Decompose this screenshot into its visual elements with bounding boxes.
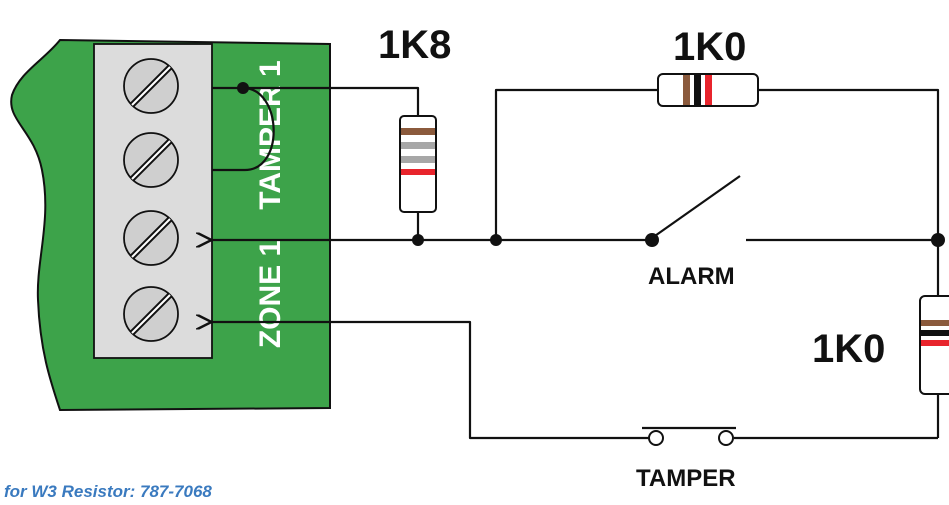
- terminal-screw-3[interactable]: [123, 210, 179, 266]
- terminal-screw-2[interactable]: [123, 132, 179, 188]
- board-label-tamper: TAMPER 1: [254, 60, 287, 209]
- resistor-1k0-right: [919, 295, 949, 395]
- resistor-1k0-top-label: 1K0: [673, 25, 746, 69]
- tamper-junction: [237, 82, 249, 94]
- alarm-label: ALARM: [648, 263, 735, 290]
- tamper-switch-label: TAMPER: [636, 465, 736, 492]
- alarm-switch-blade[interactable]: [651, 175, 741, 239]
- alarm-switch-pivot: [645, 233, 659, 247]
- top-parallel-wire: [494, 88, 940, 240]
- tamper-loop-link: [212, 86, 420, 116]
- resistor-1k8: [399, 115, 437, 213]
- terminal-screw-1[interactable]: [123, 58, 179, 114]
- resistor-1k0-top: [657, 73, 759, 107]
- footer-part-number: for W3 Resistor: 787-7068: [4, 482, 212, 501]
- resistor-1k8-label: 1K8: [378, 23, 451, 67]
- tamper-loop-wire: [212, 86, 275, 172]
- board-label-zone: ZONE 1: [254, 240, 287, 348]
- tamper-switch[interactable]: [642, 426, 736, 446]
- junction-1k8: [412, 234, 424, 246]
- terminal-screw-4[interactable]: [123, 286, 179, 342]
- tamper-return-wire: [210, 322, 938, 440]
- resistor-1k0-right-label: 1K0: [812, 327, 885, 371]
